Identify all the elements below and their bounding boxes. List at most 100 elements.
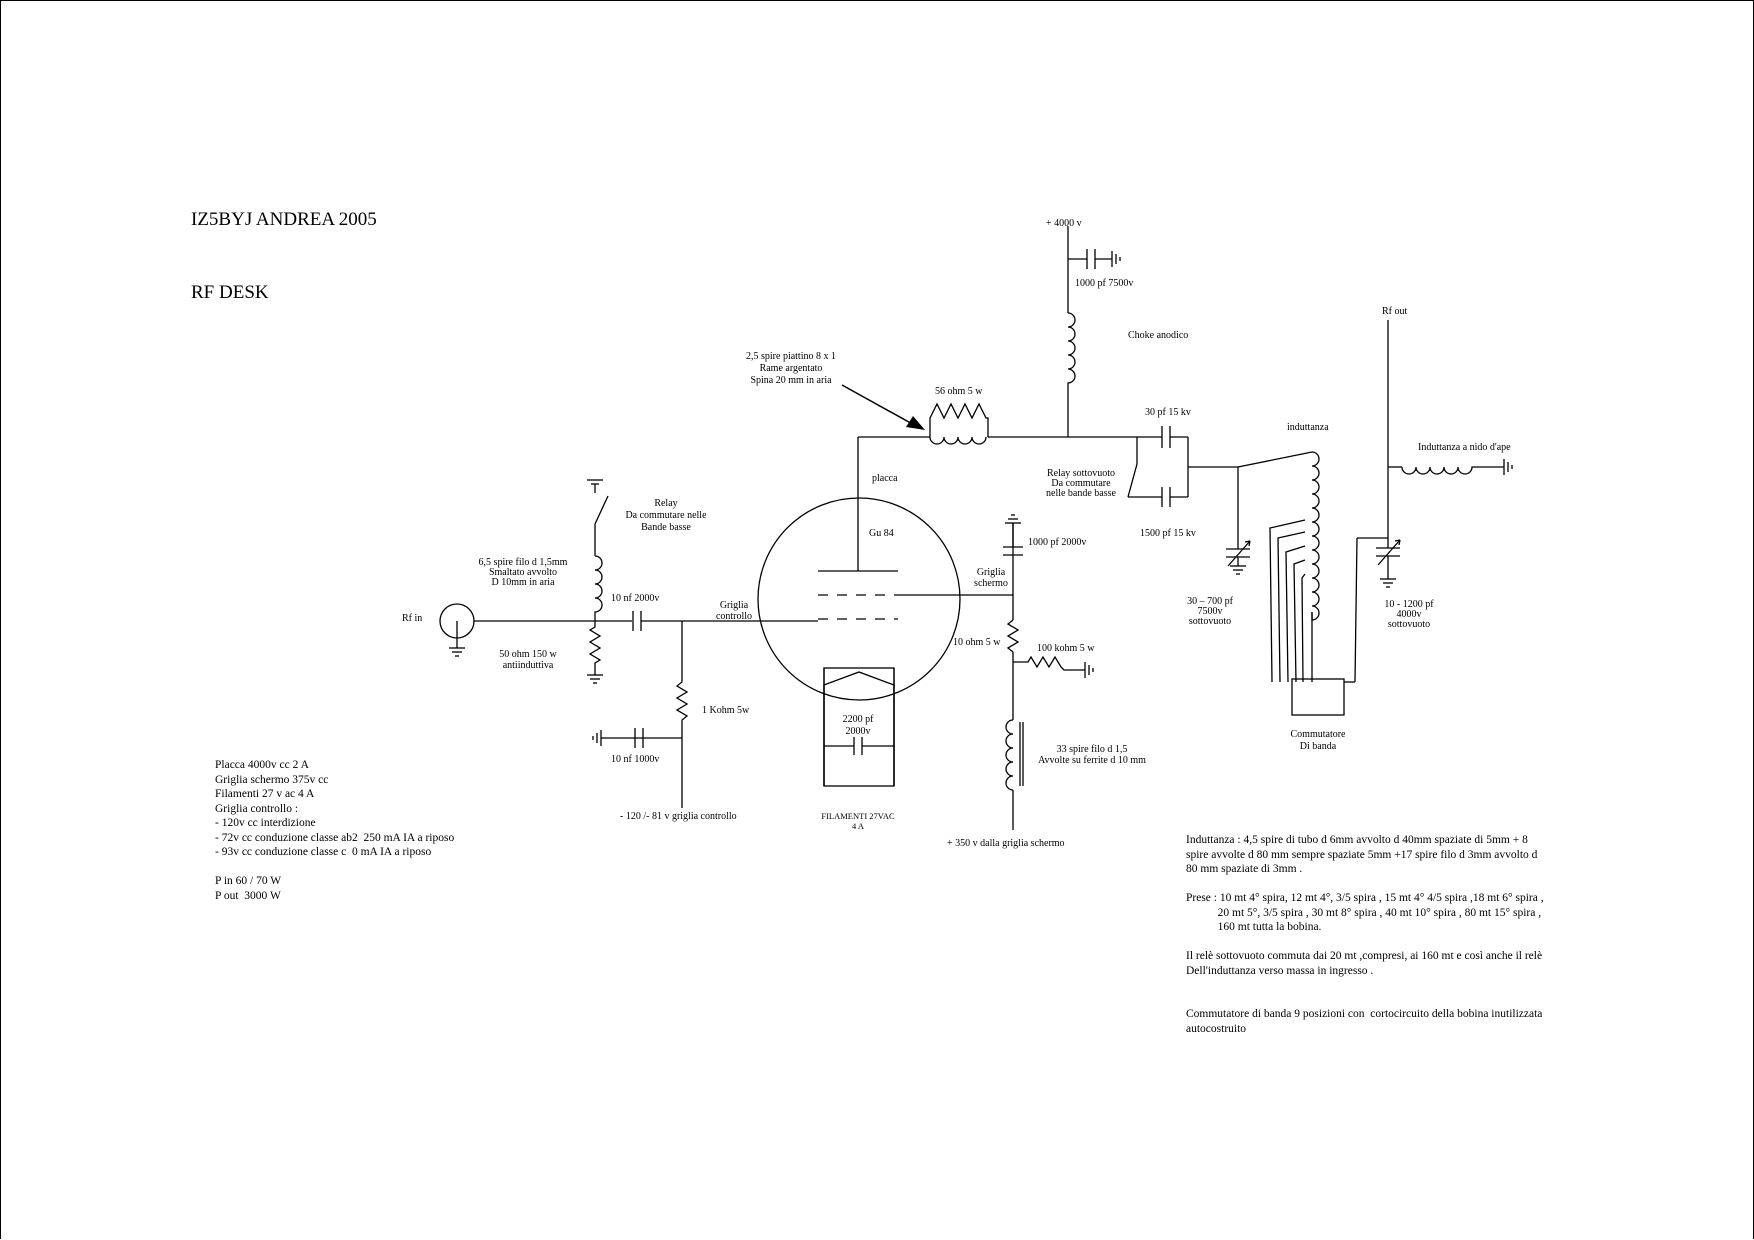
ground-symbol-rf-in bbox=[449, 647, 465, 657]
label-cap-1500pf: 1500 pf 15 kv bbox=[1140, 528, 1196, 539]
label-strip-coil-1: 2,5 spire piattino 8 x 1 bbox=[746, 351, 836, 362]
label-filament-cap-2: 2000v bbox=[846, 726, 871, 737]
capacitor-30pf bbox=[1161, 426, 1188, 448]
note-line: autocostruito bbox=[1186, 1022, 1247, 1035]
beehive-inductor bbox=[1401, 466, 1504, 475]
spec-line: Placca 4000v cc 2 A bbox=[215, 759, 309, 771]
ground-symbol-screen-res bbox=[1084, 662, 1094, 678]
note-line: Induttanza : 4,5 spire di tubo d 6mm avv… bbox=[1186, 834, 1528, 846]
screen-choke bbox=[1005, 719, 1014, 791]
label-input-coil-2: Smaltato avvolto bbox=[489, 567, 557, 578]
note-line: 20 mt 5°, 3/5 spira , 30 mt 8° spira , 4… bbox=[1186, 906, 1542, 919]
ground-symbol-input-res bbox=[587, 674, 603, 684]
ground-symbol-hv-cap bbox=[1111, 251, 1121, 267]
label-input-coil-3: D 10mm in aria bbox=[491, 577, 555, 588]
label-cap-10nf-input: 10 nf 2000v bbox=[611, 593, 659, 604]
filament-box bbox=[823, 667, 895, 787]
note-line bbox=[1186, 993, 1544, 1008]
capacitor-2200pf-filament bbox=[824, 737, 894, 755]
label-cap-30pf: 30 pf 15 kv bbox=[1145, 407, 1191, 418]
notes-block: Induttanza : 4,5 spire di tubo d 6mm avv… bbox=[1186, 833, 1544, 1036]
label-strip-coil-3: Spina 20 mm in aria bbox=[750, 375, 832, 386]
resistor-100k-screen bbox=[1013, 655, 1085, 671]
resistor-10-ohm-screen bbox=[1006, 619, 1020, 662]
resistor-56-ohm-parasitic bbox=[929, 402, 989, 445]
spec-line: Griglia controllo : bbox=[215, 802, 299, 815]
label-resistor-50-2: antiinduttiva bbox=[503, 660, 554, 671]
spec-line bbox=[215, 860, 454, 875]
variable-capacitor-load bbox=[1376, 539, 1401, 579]
tube-envelope bbox=[757, 497, 961, 701]
label-control-grid-2: controllo bbox=[716, 611, 752, 622]
note-line bbox=[1186, 978, 1544, 993]
ground-symbol-tune-cap bbox=[1230, 565, 1246, 575]
label-filament-cap-1: 2200 pf bbox=[843, 714, 875, 725]
tube-filament bbox=[823, 668, 895, 686]
label-resistor-50-1: 50 ohm 150 w bbox=[499, 649, 557, 660]
label-input-coil-1: 6,5 spire filo d 1,5mm bbox=[479, 557, 568, 568]
label-screen-supply: + 350 v dalla griglia schermo bbox=[947, 838, 1065, 849]
note-line bbox=[1186, 877, 1544, 892]
spec-line: - 120v cc interdizione bbox=[215, 817, 316, 829]
spec-line: P out 3000 W bbox=[215, 889, 281, 902]
label-cap-10nf-bias: 10 nf 1000v bbox=[611, 754, 659, 765]
note-line: Commutatore di banda 9 posizioni con cor… bbox=[1186, 1008, 1543, 1020]
ground-symbol-load-cap bbox=[1380, 578, 1396, 588]
note-line: Prese : 10 mt 4° spira, 12 mt 4°, 3/5 sp… bbox=[1186, 892, 1544, 904]
label-screen-coil-1: 33 spire filo d 1,5 bbox=[1057, 744, 1128, 755]
vacuum-relay-switch bbox=[1127, 436, 1162, 498]
inductor-taps bbox=[1269, 519, 1313, 683]
label-load-cap-1: 10 - 1200 pf bbox=[1384, 599, 1434, 610]
label-hv-supply: + 4000 v bbox=[1046, 218, 1082, 229]
capacitor-10nf-bias bbox=[634, 728, 644, 748]
label-beehive-inductor: Induttanza a nido d'ape bbox=[1418, 442, 1511, 453]
note-line: 160 mt tutta la bobina. bbox=[1186, 921, 1322, 933]
note-line: spire avvolte d 80 mm sempre spaziate 5m… bbox=[1186, 848, 1538, 861]
label-filament-1: FILAMENTI 27VAC bbox=[821, 811, 895, 821]
resistor-1k-grid bbox=[675, 621, 689, 738]
note-line: 80 mm spaziate di 3mm . bbox=[1186, 863, 1303, 875]
capacitor-10nf-input bbox=[632, 611, 642, 631]
label-vacuum-relay-2: Da commutare bbox=[1051, 478, 1111, 489]
rf-in-connector bbox=[439, 603, 475, 648]
label-placca: placca bbox=[872, 473, 898, 484]
specs-block: Placca 4000v cc 2 A Griglia schermo 375v… bbox=[215, 758, 454, 903]
label-screen-grid-1: Griglia bbox=[977, 567, 1006, 578]
label-filament-2: 4 A bbox=[852, 821, 865, 831]
label-resistor-56: 56 ohm 5 w bbox=[935, 386, 983, 397]
label-vacuum-relay-1: Relay sottovuoto bbox=[1047, 468, 1115, 479]
note-line: Il relè sottovuoto commuta dai 20 mt ,co… bbox=[1186, 950, 1543, 962]
label-hv-cap: 1000 pf 7500v bbox=[1075, 278, 1133, 289]
label-strip-coil-2: Rame argentato bbox=[760, 363, 823, 374]
input-coil bbox=[594, 555, 603, 621]
capacitor-1500pf bbox=[1161, 487, 1188, 507]
label-tube-type: Gu 84 bbox=[869, 528, 894, 539]
label-bias-voltage: - 120 /- 81 v griglia controllo bbox=[620, 811, 737, 822]
anode-choke bbox=[1067, 312, 1076, 437]
note-line bbox=[1186, 935, 1544, 950]
ground-symbol-screen-cap bbox=[1005, 514, 1021, 547]
label-screen-coil-2: Avvolte su ferrite d 10 mm bbox=[1038, 755, 1146, 766]
spec-line: Filamenti 27 v ac 4 A bbox=[215, 788, 315, 800]
label-relay-2: Da commutare nelle bbox=[625, 510, 707, 521]
label-resistor-100k: 100 kohm 5 w bbox=[1037, 643, 1095, 654]
variable-capacitor-tune bbox=[1226, 540, 1251, 567]
label-tune-cap-1: 30 – 700 pf bbox=[1187, 596, 1234, 607]
label-band-switch-2: Di banda bbox=[1300, 741, 1337, 752]
tank-to-coil-wire bbox=[1237, 451, 1313, 468]
label-screen-grid-2: schermo bbox=[974, 578, 1008, 589]
label-rf-out: Rf out bbox=[1382, 306, 1408, 317]
ground-symbol-bias bbox=[592, 730, 606, 746]
note-line: Dell'induttanza verso massa in ingresso … bbox=[1186, 964, 1374, 977]
tank-inductor bbox=[1311, 451, 1320, 621]
band-switch-box bbox=[1291, 678, 1345, 716]
label-cap-1000pf-screen: 1000 pf 2000v bbox=[1028, 537, 1086, 548]
spec-line: P in 60 / 70 W bbox=[215, 875, 282, 887]
label-resistor-10-ohm: 10 ohm 5 w bbox=[953, 637, 1001, 648]
annotation-arrow bbox=[841, 384, 925, 430]
label-load-cap-3: sottovuoto bbox=[1388, 619, 1430, 630]
ground-symbol-beehive bbox=[1503, 459, 1513, 475]
label-resistor-1k: 1 Kohm 5w bbox=[702, 705, 750, 716]
